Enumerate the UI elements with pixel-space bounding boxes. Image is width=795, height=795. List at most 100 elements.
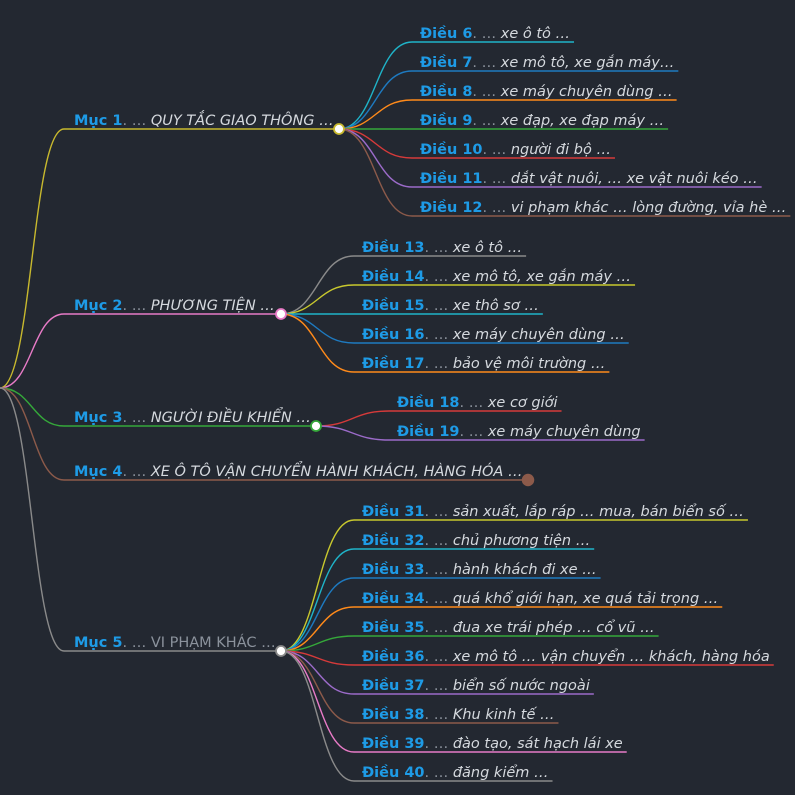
section-1-article-1-number: Điều 6 — [420, 25, 472, 42]
section-2-article-5-label: Điều 17. … bảo vệ môi trường … — [362, 355, 605, 372]
section-2-article-1-label: Điều 13. … xe ô tô … — [362, 239, 522, 256]
section-5-article-9-label: Điều 39. … đào tạo, sát hạch lái xe — [362, 735, 623, 752]
section-5-article-9-connector — [280, 650, 627, 753]
section-1-article-1-separator: . … — [472, 26, 500, 42]
section-3-article-2-number: Điều 19 — [397, 423, 460, 440]
section-3-connector — [0, 387, 316, 427]
section-1-article-1-connector — [338, 41, 575, 130]
section-5-article-6-number: Điều 36 — [362, 648, 425, 665]
section-1-text: QUY TẮC GIAO THÔNG … — [151, 110, 334, 129]
section-5-article-8-separator: . … — [425, 707, 453, 723]
section-1-connector — [0, 128, 339, 389]
section-5-article-6-text: xe mô tô … vận chuyển … khách, hàng hóa — [452, 648, 770, 665]
section-1-article-2-label: Điều 7. … xe mô tô, xe gắn máy… — [420, 54, 674, 71]
section-5-article-7-separator: . … — [425, 678, 453, 694]
section-1-article-7-number: Điều 12 — [420, 199, 483, 216]
section-1-article-6-connector — [338, 128, 762, 188]
section-2-label: Mục 2. … PHƯƠNG TIỆN … — [74, 297, 275, 314]
section-5-article-7-number: Điều 37 — [362, 677, 425, 694]
section-5-article-2-text: chủ phương tiện … — [453, 533, 590, 549]
section-3-article-1-label: Điều 18. … xe cơ giới — [397, 394, 558, 411]
section-3-article-1-text: xe cơ giới — [487, 395, 558, 411]
section-2-article-2-separator: . … — [425, 269, 453, 285]
section-1-collapse-toggle[interactable] — [333, 123, 345, 135]
section-5-article-4-text: quá khổ giới hạn, xe quá tải trọng … — [453, 590, 718, 607]
section-2-article-5-separator: . … — [425, 356, 453, 372]
section-5-article-1-number: Điều 31 — [362, 503, 425, 520]
section-1-article-4-label: Điều 9. … xe đạp, xe đạp máy … — [420, 112, 664, 129]
section-5-article-10-label: Điều 40. … đăng kiểm … — [362, 764, 549, 781]
section-5-article-3-text: hành khách đi xe … — [453, 562, 597, 578]
section-5-article-4-label: Điều 34. … quá khổ giới hạn, xe quá tải … — [362, 590, 718, 607]
section-2-article-1-number: Điều 13 — [362, 239, 425, 256]
section-5-connector — [0, 387, 281, 652]
section-1-article-5-number: Điều 10 — [420, 141, 483, 158]
section-1-article-6-label: Điều 11. … dắt vật nuôi, … xe vật nuôi k… — [420, 170, 758, 187]
section-2-article-4-connector — [280, 313, 629, 344]
section-3-article-1-separator: . … — [460, 395, 488, 411]
section-5-article-4-number: Điều 34 — [362, 590, 425, 607]
section-5-separator: . … — [122, 635, 150, 651]
section-2-collapse-toggle[interactable] — [275, 308, 287, 320]
section-5-article-3-separator: . … — [425, 562, 453, 578]
section-5-collapse-toggle[interactable] — [275, 645, 287, 657]
section-2-article-5-text: bảo vệ môi trường … — [453, 356, 606, 372]
section-5-article-9-separator: . … — [425, 736, 453, 752]
section-1-article-2-separator: . … — [472, 55, 500, 71]
node-layer — [275, 123, 535, 657]
section-5-article-2-connector — [280, 548, 595, 652]
section-1-label: Mục 1. … QUY TẮC GIAO THÔNG … — [74, 110, 334, 129]
section-4-number: Mục 4 — [74, 464, 122, 480]
section-1-article-4-text: xe đạp, xe đạp máy … — [500, 113, 664, 129]
section-2-article-1-separator: . … — [425, 240, 453, 256]
section-3-article-1-connector — [315, 410, 562, 427]
section-5-article-8-text: Khu kinh tế … — [453, 706, 555, 723]
section-5-text: VI PHẠM KHÁC … — [151, 634, 276, 651]
section-1-article-3-separator: . … — [472, 84, 500, 100]
section-5-article-7-connector — [280, 650, 594, 695]
section-5-article-10-text: đăng kiểm … — [453, 764, 549, 781]
section-5-article-1-connector — [280, 519, 748, 652]
section-5-article-7-text: biển số nước ngoài — [453, 677, 590, 694]
section-3-article-2-separator: . … — [460, 424, 488, 440]
section-1-article-3-label: Điều 8. … xe máy chuyên dùng … — [420, 83, 673, 100]
section-1-article-5-label: Điều 10. … người đi bộ … — [420, 141, 611, 158]
section-5-article-6-label: Điều 36. … xe mô tô … vận chuyển … khách… — [362, 648, 770, 665]
section-5-article-6-connector — [280, 650, 774, 666]
section-1-article-5-connector — [338, 128, 615, 159]
section-1-separator: . … — [122, 113, 150, 129]
section-5-article-8-label: Điều 38. … Khu kinh tế … — [362, 706, 554, 723]
section-2-article-5-number: Điều 17 — [362, 355, 425, 372]
section-2-article-2-text: xe mô tô, xe gắn máy … — [452, 268, 631, 285]
label-layer: Mục 1. … QUY TẮC GIAO THÔNG …Điều 6. … x… — [74, 25, 786, 781]
section-4-node[interactable] — [521, 473, 535, 487]
section-5-article-6-separator: . … — [425, 649, 453, 665]
section-4-text: XE Ô TÔ VẬN CHUYỂN HÀNH KHÁCH, HÀNG HÓA … — [150, 461, 523, 480]
section-2-article-3-label: Điều 15. … xe thô sơ … — [362, 297, 539, 314]
section-1-number: Mục 1 — [74, 113, 122, 129]
section-2-article-2-label: Điều 14. … xe mô tô, xe gắn máy … — [362, 268, 631, 285]
section-1-article-3-text: xe máy chuyên dùng … — [500, 84, 673, 100]
section-1-article-2-number: Điều 7 — [420, 54, 472, 71]
section-3-label: Mục 3. … NGƯỜI ĐIỀU KHIỂN … — [74, 407, 311, 426]
section-5-article-10-separator: . … — [425, 765, 453, 781]
section-2-article-3-separator: . … — [425, 298, 453, 314]
section-1-article-1-label: Điều 6. … xe ô tô … — [420, 25, 570, 42]
section-5-article-2-label: Điều 32. … chủ phương tiện … — [362, 532, 590, 549]
section-5-article-3-label: Điều 33. … hành khách đi xe … — [362, 561, 597, 578]
section-5-article-4-separator: . … — [425, 591, 453, 607]
section-4-connector — [0, 387, 528, 481]
section-5-article-8-number: Điều 38 — [362, 706, 425, 723]
section-3-collapse-toggle[interactable] — [310, 420, 322, 432]
section-2-article-3-text: xe thô sơ … — [452, 298, 539, 314]
section-2-article-3-number: Điều 15 — [362, 297, 425, 314]
section-5-article-2-separator: . … — [425, 533, 453, 549]
section-1-article-3-connector — [338, 99, 677, 130]
section-3-separator: . … — [122, 410, 150, 426]
section-1-article-6-number: Điều 11 — [420, 170, 483, 187]
section-5-article-3-number: Điều 33 — [362, 561, 425, 578]
section-5-article-10-number: Điều 40 — [362, 764, 425, 781]
section-3-text: NGƯỜI ĐIỀU KHIỂN … — [151, 407, 311, 426]
section-5-article-9-text: đào tạo, sát hạch lái xe — [453, 736, 623, 752]
